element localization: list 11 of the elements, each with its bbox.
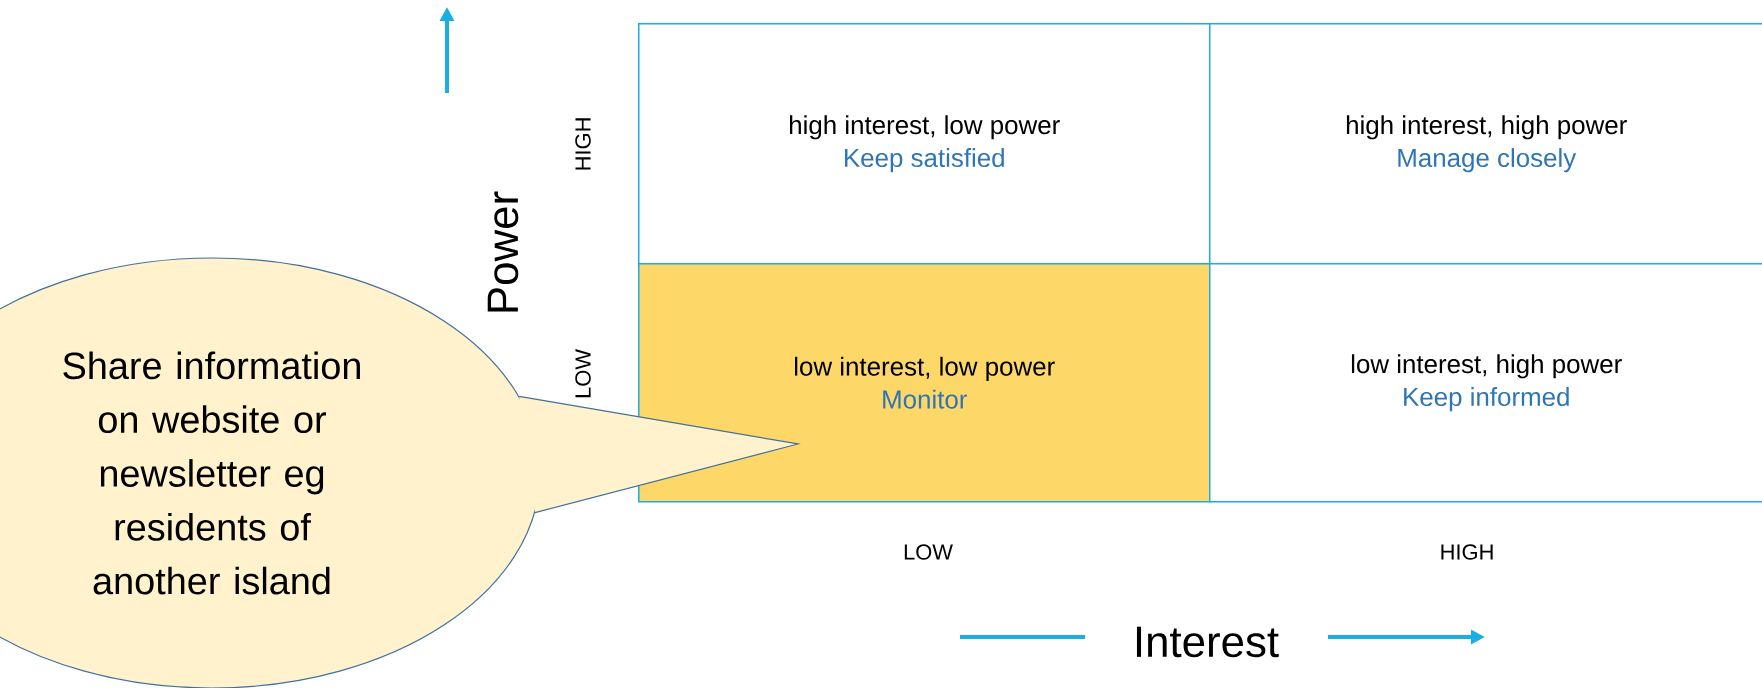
axis-label: LOW [904,544,953,560]
axis-title: Interest [1136,626,1279,658]
matrix-cell: low interest, low power Monitor [638,263,1211,503]
matrix-cell: low interest, high power Keep informed [1209,263,1762,503]
matrix-cell: high interest, low power Keep satisfied [638,23,1211,265]
matrix-cell: high interest, high power Manage closely [1209,23,1762,265]
axis-label: LOW [575,349,591,398]
axis-label: HIGH [575,118,591,170]
node-label: high interest, high power [1346,115,1627,140]
node-label: Manage closely [1398,148,1577,173]
axis-label: HIGH [1441,544,1493,560]
